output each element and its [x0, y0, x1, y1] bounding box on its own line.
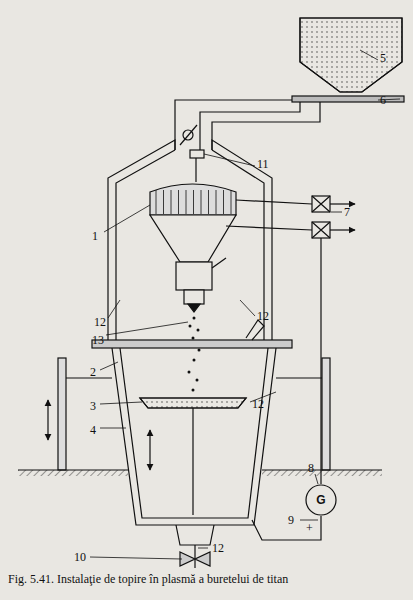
plasma-torch — [150, 150, 236, 312]
callout-number: 12 — [252, 398, 264, 410]
plasma-chamber — [108, 140, 272, 340]
feeder — [292, 96, 404, 102]
callout-number: 2 — [90, 366, 96, 378]
callout-number: 11 — [257, 158, 269, 170]
ingot-tray — [140, 398, 246, 515]
discharge-valve — [180, 545, 210, 568]
callout-number: 4 — [90, 424, 96, 436]
callout-number: 12 — [257, 310, 269, 322]
callout-number: 7 — [344, 206, 350, 218]
support-columns — [18, 358, 382, 476]
callout-number: 6 — [380, 94, 386, 106]
callout-number: 12 — [212, 542, 224, 554]
hopper — [300, 18, 402, 92]
callout-number: 8 — [308, 462, 314, 474]
molten-droplets — [187, 317, 201, 392]
callout-number: 3 — [90, 400, 96, 412]
callout-number: 1 — [92, 230, 98, 242]
feed-duct — [175, 100, 320, 150]
callout-number: 13 — [92, 334, 104, 346]
polarity-sign: + — [306, 522, 313, 534]
callout-number: 5 — [380, 52, 386, 64]
generator-symbol: G — [316, 493, 325, 507]
figure-caption: Fig. 5.41. Instalaţie de topire în plasm… — [8, 572, 288, 587]
leader-lines — [90, 50, 400, 559]
wire — [252, 516, 321, 540]
generator-circle: G — [305, 484, 337, 516]
callout-number: 9 — [288, 514, 294, 526]
callout-number: 12 — [94, 316, 106, 328]
melting-vessel — [92, 320, 292, 545]
callout-number: 10 — [74, 551, 86, 563]
